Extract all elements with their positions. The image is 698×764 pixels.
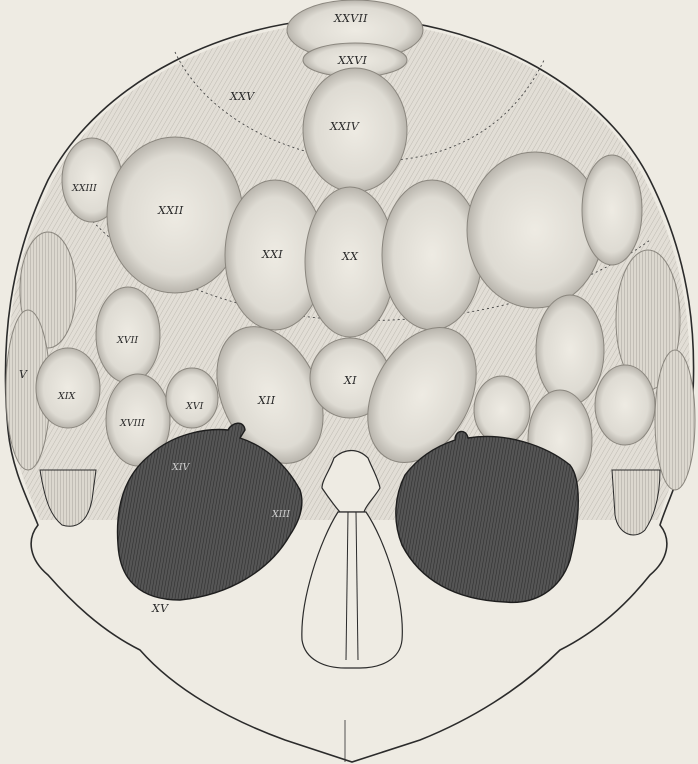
label-xxv: XXV [229, 90, 255, 103]
tooth-right-xvi [474, 376, 530, 444]
label-xxvii: XXVII [333, 12, 368, 25]
label-xx: XX [341, 250, 359, 263]
label-xv: XV [151, 602, 169, 615]
tooth-right-xvii [536, 295, 604, 405]
label-xiv: XIV [171, 462, 191, 473]
label-xxii: XXII [157, 204, 184, 217]
tooth-xvi [166, 368, 218, 428]
label-xvii: XVII [116, 335, 138, 346]
label-xi: XI [343, 374, 357, 387]
label-xvi: XVI [185, 401, 204, 412]
tooth-right-xxi [382, 180, 482, 330]
tooth-right-xix [595, 365, 655, 445]
label-xii: XII [257, 394, 276, 407]
tooth-xix [36, 348, 100, 428]
label-xxiii: XXIII [71, 183, 97, 194]
tooth-right-v [655, 350, 695, 490]
tooth-right-xxiii [582, 155, 642, 265]
label-xxi: XXI [261, 248, 283, 261]
label-xix: XIX [57, 391, 77, 402]
label-v: V [19, 368, 28, 381]
label-xiii: XIII [271, 509, 290, 520]
label-xviii: XVIII [119, 418, 145, 429]
label-xxiv: XXIV [329, 120, 360, 133]
tooth-right-xxii [467, 152, 603, 308]
label-xxvi: XXVI [337, 54, 368, 67]
